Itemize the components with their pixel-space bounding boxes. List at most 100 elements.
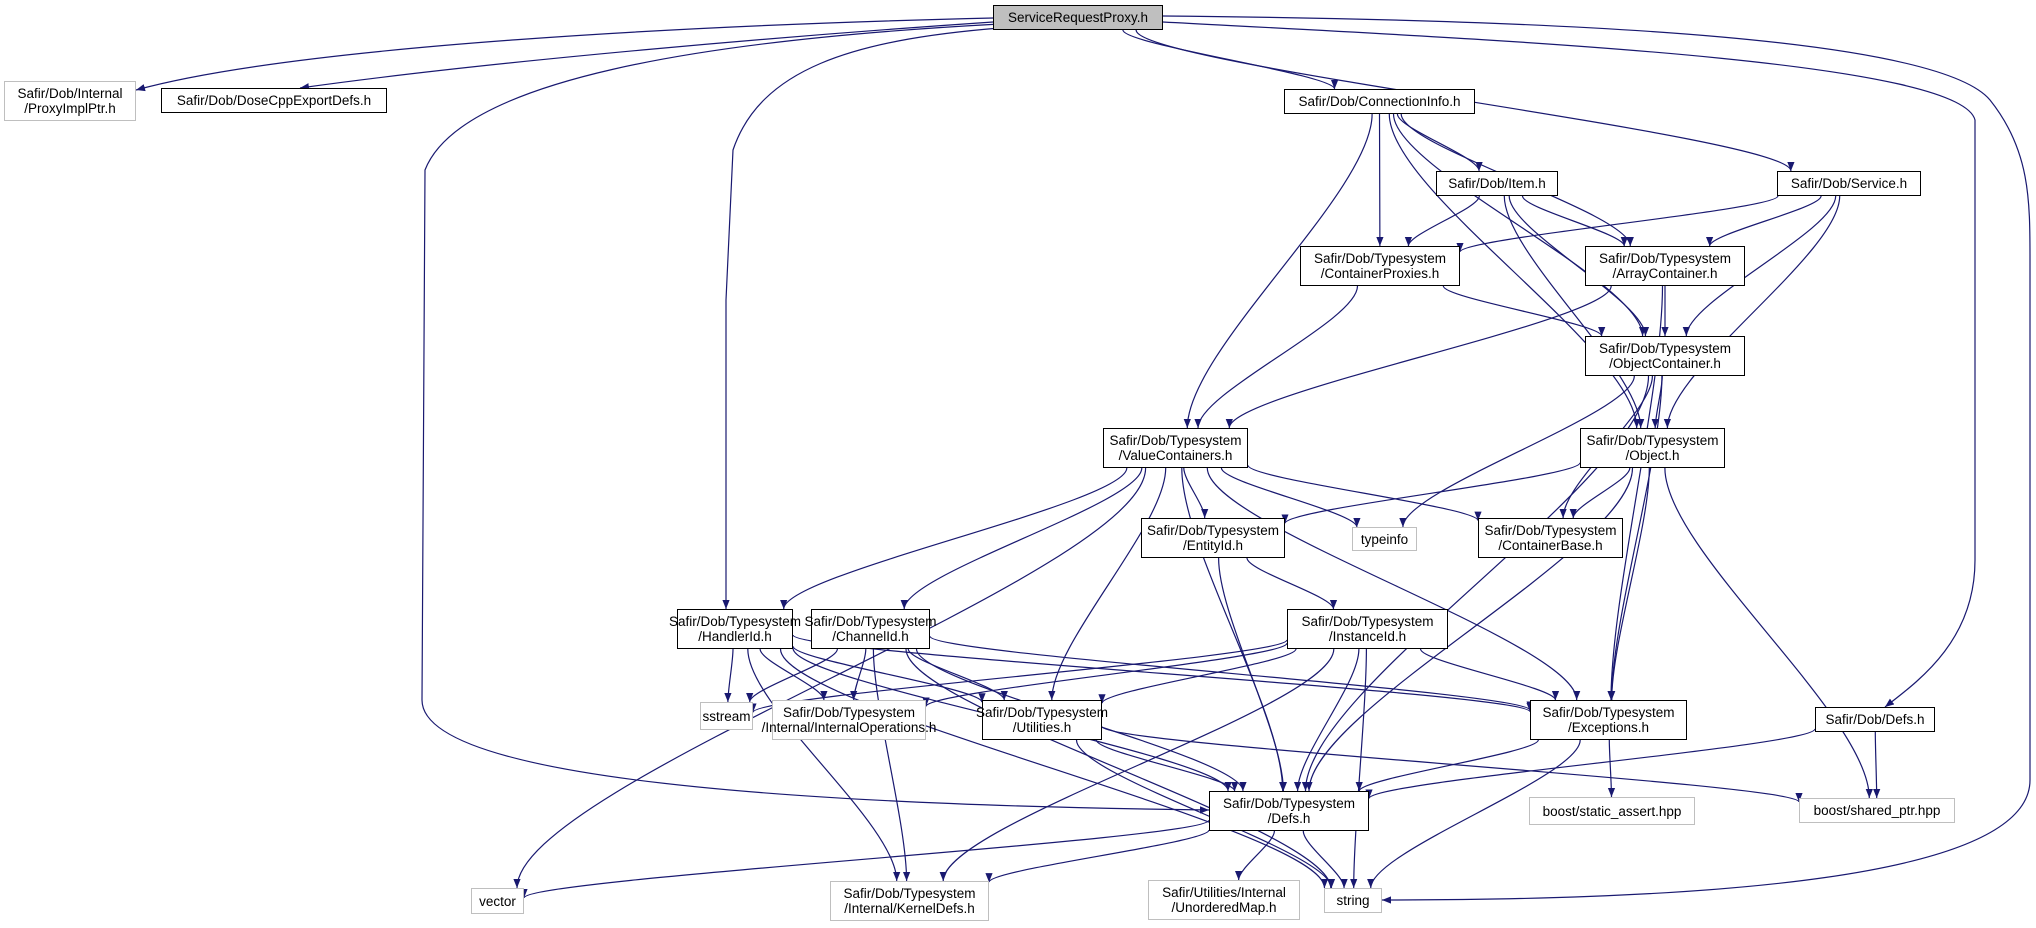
node-channelid[interactable]: Safir/Dob/Typesystem/ChannelId.h [804, 609, 937, 649]
edge-valcont-to-handlerid [780, 467, 1128, 610]
node-dosecpp[interactable]: Safir/Dob/DoseCppExportDefs.h [161, 88, 387, 113]
node-label: /UnorderedMap.h [1171, 900, 1277, 915]
edge-objcont-to-typeinfo [1399, 375, 1635, 528]
node-unorderedmap[interactable]: Safir/Utilities/Internal/UnorderedMap.h [1148, 880, 1300, 920]
node-label: Safir/Dob/Typesystem [1598, 341, 1732, 356]
node-label: Safir/Dob/Typesystem [668, 614, 802, 629]
node-vector[interactable]: vector [471, 888, 524, 914]
edge-item-to-objcont [1508, 195, 1650, 337]
edge-arraycont-to-exceptions [1607, 285, 1664, 701]
edge-object-to-entityid [1281, 462, 1581, 524]
edge-conninfo-to-objcont [1392, 113, 1647, 337]
edge-conninfo-to-valcont [1183, 113, 1373, 429]
edge-utilities-to-string [1075, 739, 1336, 889]
node-label: /ChannelId.h [832, 629, 909, 644]
edge-handlerid-to-string [779, 648, 1329, 889]
edge-service-to-objcont [1682, 195, 1837, 337]
node-entityid[interactable]: Safir/Dob/Typesystem/EntityId.h [1141, 518, 1285, 558]
node-handlerid[interactable]: Safir/Dob/Typesystem/HandlerId.h [669, 609, 801, 649]
edge-item-to-contproxies [1404, 195, 1480, 247]
node-arraycont[interactable]: Safir/Dob/Typesystem/ArrayContainer.h [1585, 246, 1745, 286]
edge-object-to-sharedptr [1664, 467, 1873, 799]
node-service[interactable]: Safir/Dob/Service.h [1777, 171, 1921, 196]
node-label: /InstanceId.h [1328, 629, 1407, 644]
node-objcont[interactable]: Safir/Dob/Typesystem/ObjectContainer.h [1585, 336, 1745, 376]
edge-objcont-to-tsdefs [1301, 375, 1650, 792]
node-label: ServiceRequestProxy.h [1007, 10, 1149, 25]
edge-instanceid-to-exceptions [1419, 648, 1560, 701]
node-label: boost/static_assert.hpp [1542, 803, 1682, 819]
node-label: Safir/Dob/Service.h [1790, 176, 1908, 191]
edge-tsdefs-to-kerneldefs [985, 829, 1210, 883]
node-tsdefs[interactable]: Safir/Dob/Typesystem/Defs.h [1209, 791, 1369, 831]
node-instanceid[interactable]: Safir/Dob/Typesystem/InstanceId.h [1287, 609, 1448, 649]
node-label: /EntityId.h [1182, 538, 1244, 553]
node-label: Safir/Dob/Typesystem [1484, 523, 1617, 538]
node-label: Safir/Dob/Typesystem [1542, 705, 1675, 720]
node-label: Safir/Dob/Typesystem [975, 705, 1109, 720]
node-label: /Object.h [1625, 448, 1680, 463]
node-label: /ObjectContainer.h [1609, 356, 1721, 371]
node-label: Safir/Dob/Typesystem [1301, 614, 1434, 629]
node-object[interactable]: Safir/Dob/Typesystem/Object.h [1580, 428, 1725, 468]
edge-valcont-to-channelid [900, 467, 1143, 610]
node-staticassert[interactable]: boost/static_assert.hpp [1529, 797, 1695, 825]
node-sstream[interactable]: sstream [700, 702, 753, 730]
node-label: Safir/Dob/Typesystem [843, 886, 976, 901]
edge-channelid-to-exceptions [929, 635, 1534, 711]
node-intops[interactable]: Safir/Dob/Typesystem/Internal/InternalOp… [762, 700, 936, 740]
node-string[interactable]: string [1324, 888, 1382, 913]
node-label: /ArrayContainer.h [1612, 266, 1718, 281]
node-kerneldefs[interactable]: Safir/Dob/Typesystem/Internal/KernelDefs… [830, 881, 989, 921]
node-root[interactable]: ServiceRequestProxy.h [993, 5, 1163, 30]
node-proxyimpl[interactable]: Safir/Dob/Internal/ProxyImplPtr.h [4, 81, 136, 121]
node-conninfo[interactable]: Safir/Dob/ConnectionInfo.h [1284, 89, 1475, 114]
node-label: /ContainerBase.h [1498, 538, 1603, 553]
edge-exceptions-to-staticassert [1607, 739, 1616, 798]
edge-root-to-dosecpp [299, 21, 994, 91]
edge-handlerid-to-kerneldefs [747, 648, 901, 882]
edge-instanceid-to-string [1350, 648, 1367, 889]
edge-valcont-to-contbase [1247, 464, 1482, 522]
edge-entityid-to-tsdefs [1218, 557, 1287, 792]
node-exceptions[interactable]: Safir/Dob/Typesystem/Exceptions.h [1530, 700, 1687, 740]
node-utilities[interactable]: Safir/Dob/Typesystem/Utilities.h [976, 700, 1108, 740]
edge-instanceid-to-intops [922, 642, 1288, 708]
edge-root-to-dobdefs [1162, 21, 1976, 708]
node-label: /HandlerId.h [698, 629, 772, 644]
node-label: Safir/Dob/Item.h [1448, 176, 1546, 191]
node-item[interactable]: Safir/Dob/Item.h [1436, 171, 1558, 196]
edge-contproxies-to-valcont [1194, 285, 1359, 429]
node-label: /Internal/InternalOperations.h [761, 720, 937, 735]
node-typeinfo[interactable]: typeinfo [1352, 527, 1417, 551]
node-dobdefs[interactable]: Safir/Dob/Defs.h [1815, 707, 1935, 732]
node-label: /Defs.h [1267, 811, 1311, 826]
node-label: /ValueContainers.h [1118, 448, 1233, 463]
node-label: Safir/Dob/Defs.h [1825, 712, 1925, 727]
edge-valcont-to-typeinfo [1220, 467, 1361, 528]
node-label: Safir/Dob/Internal [17, 86, 123, 101]
edge-contproxies-to-objcont [1442, 285, 1606, 337]
edge-channelid-to-string [905, 648, 1335, 889]
edge-service-to-object [1663, 195, 1841, 429]
node-contproxies[interactable]: Safir/Dob/Typesystem/ContainerProxies.h [1300, 246, 1460, 286]
edge-service-to-contproxies [1456, 195, 1779, 253]
node-sharedptr[interactable]: boost/shared_ptr.hpp [1799, 798, 1955, 823]
node-valcont[interactable]: Safir/Dob/Typesystem/ValueContainers.h [1103, 428, 1248, 468]
edge-object-to-exceptions [1608, 467, 1650, 701]
edge-instanceid-to-kerneldefs [939, 648, 1335, 882]
edge-conninfo-to-item [1396, 113, 1483, 172]
edge-arraycont-to-valcont [1225, 285, 1612, 429]
node-label: vector [479, 893, 516, 909]
node-label: Safir/Dob/Typesystem [1146, 523, 1280, 538]
edge-root-to-handlerid [722, 27, 1001, 609]
node-contbase[interactable]: Safir/Dob/Typesystem/ContainerBase.h [1478, 518, 1623, 558]
edge-valcont-to-vector [513, 467, 1147, 889]
node-label: Safir/Dob/Typesystem [1598, 251, 1732, 266]
edge-service-to-arraycont [1706, 195, 1822, 247]
edge-instanceid-to-utilities [1098, 648, 1297, 704]
edge-valcont-to-exceptions [1206, 467, 1581, 701]
edge-dobdefs-to-tsdefs [1365, 728, 1816, 800]
node-label: Safir/Dob/Typesystem [804, 614, 937, 629]
